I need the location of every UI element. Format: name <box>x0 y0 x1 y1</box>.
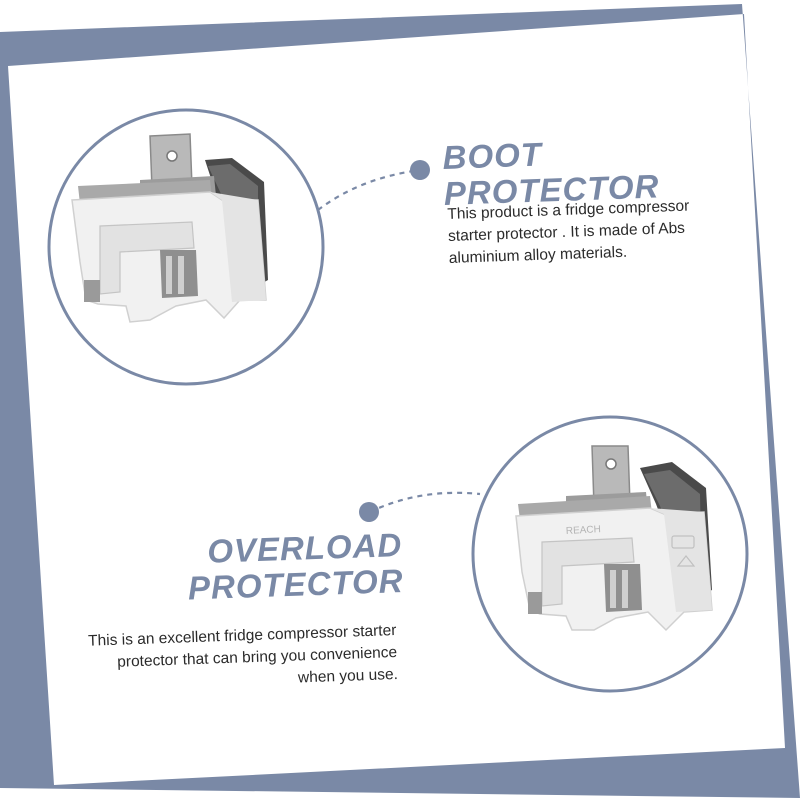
overload-protector-image: REACH <box>471 415 749 693</box>
connector-line-overload <box>369 491 481 513</box>
heading-line: PROTECTOR <box>187 561 405 607</box>
overload-protector-description: This is an excellent fridge compressor s… <box>58 620 398 698</box>
connector-dot-boot <box>410 160 430 180</box>
overload-protector-heading: OVERLOAD PROTECTOR <box>186 526 405 607</box>
boot-protector-image <box>47 108 325 386</box>
housing-reach-marking: REACH <box>566 524 602 537</box>
connector-line-boot <box>317 168 421 211</box>
boot-protector-description: This product is a fridge compressor star… <box>447 196 691 270</box>
connector-dot-overload <box>359 502 379 522</box>
